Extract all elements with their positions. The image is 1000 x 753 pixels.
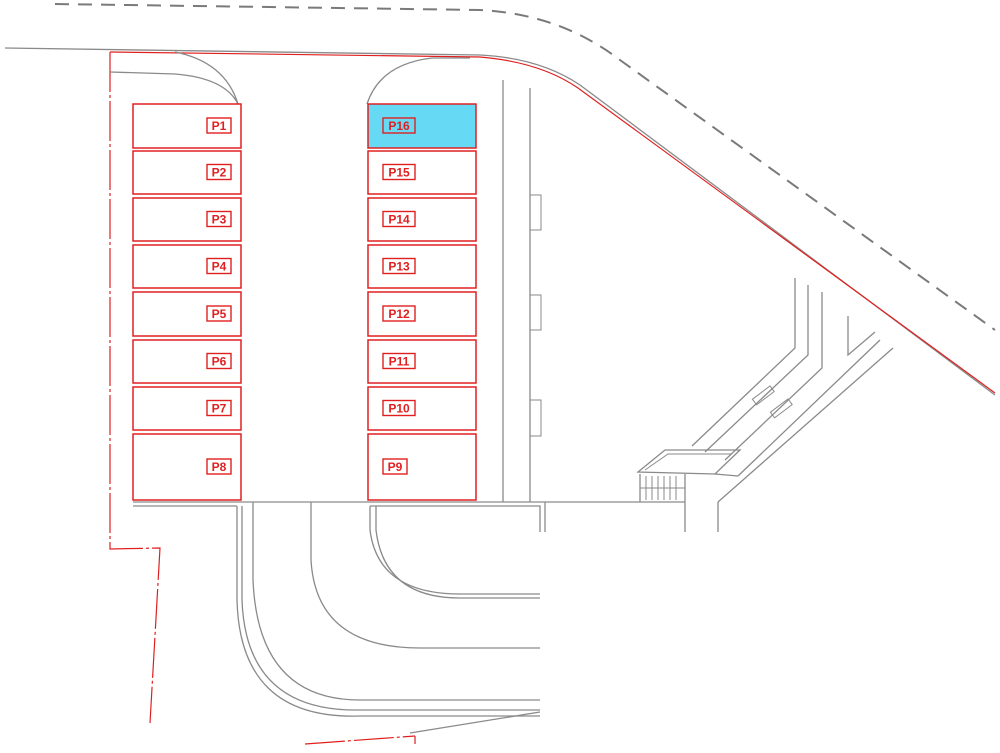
parking-slot-p14[interactable]: P14 xyxy=(367,197,477,242)
slot-rect[interactable] xyxy=(367,150,477,195)
slot-rect[interactable] xyxy=(367,291,477,337)
slot-label: P10 xyxy=(388,402,410,416)
parking-slot-p16[interactable]: P16 xyxy=(367,103,477,149)
slot-rect[interactable] xyxy=(132,339,242,384)
parking-slot-p3[interactable]: P3 xyxy=(132,197,242,242)
slot-label: P15 xyxy=(388,166,410,180)
slot-rect[interactable] xyxy=(367,197,477,242)
slot-label: P12 xyxy=(388,307,410,321)
slot-label: P14 xyxy=(388,213,410,227)
driveway-inner xyxy=(310,502,540,649)
driveway-outer-2 xyxy=(241,506,540,711)
slot-tag-box xyxy=(382,352,416,370)
parking-slot-p2[interactable]: P2 xyxy=(132,150,242,195)
parking-slot-p6[interactable]: P6 xyxy=(132,339,242,384)
slot-rect[interactable] xyxy=(367,339,477,384)
slot-tag-box xyxy=(206,210,232,228)
slot-rect[interactable] xyxy=(132,103,242,149)
slot-tag-box xyxy=(382,163,416,181)
slot-rect[interactable] xyxy=(367,386,477,431)
slot-tag-box xyxy=(206,117,232,134)
parking-slot-p8[interactable]: P8 xyxy=(132,433,242,501)
stair-roof-inner xyxy=(644,453,732,471)
slot-tag-box xyxy=(382,458,408,475)
parking-slot-p4[interactable]: P4 xyxy=(132,244,242,289)
slot-rect[interactable] xyxy=(132,291,242,337)
slot-tag-box xyxy=(382,210,416,228)
slot-rect[interactable] xyxy=(367,103,477,149)
main-road-edge-3 xyxy=(370,505,541,532)
slot-rect[interactable] xyxy=(367,244,477,289)
ramp-line-4 xyxy=(847,316,876,357)
slot-rect[interactable] xyxy=(132,150,242,195)
stair-treads xyxy=(640,476,685,500)
parking-slot-p10[interactable]: P10 xyxy=(367,386,477,431)
stair-roof xyxy=(636,449,742,475)
slot-label: P4 xyxy=(212,260,227,274)
top-road-edge xyxy=(4,47,996,396)
left-curb xyxy=(109,71,239,105)
slot-rect[interactable] xyxy=(132,244,242,289)
ramp-line-3 xyxy=(724,292,823,461)
property-boundary-left xyxy=(109,52,161,724)
slot-tag-box xyxy=(206,352,232,370)
driveway-exit xyxy=(409,711,541,734)
road-marker-2 xyxy=(529,294,542,331)
slot-label: P11 xyxy=(389,355,410,369)
slot-rect[interactable] xyxy=(132,197,242,242)
slot-tag-box xyxy=(382,305,416,322)
ramp-marker-2 xyxy=(769,398,793,419)
driveway-outer xyxy=(236,506,540,717)
slot-tag-box xyxy=(206,305,232,322)
slot-tag-box xyxy=(382,117,416,134)
ramp-line-1 xyxy=(691,278,796,447)
slot-label: P5 xyxy=(212,307,227,321)
slot-rect[interactable] xyxy=(132,433,242,501)
slot-label: P6 xyxy=(212,355,227,369)
slot-tag-box xyxy=(382,257,416,275)
driveway-mid xyxy=(252,502,540,701)
slot-label: P7 xyxy=(212,402,227,416)
ramp-line-6 xyxy=(717,347,894,503)
parking-slot-p9[interactable]: P9 xyxy=(367,433,477,501)
slot-tag-box xyxy=(382,399,416,417)
parking-slot-p5[interactable]: P5 xyxy=(132,291,242,337)
ramp-line-2 xyxy=(704,285,809,453)
slot-label: P1 xyxy=(212,119,227,133)
right-curb xyxy=(366,57,470,105)
slot-label: P16 xyxy=(388,119,410,133)
slot-tag-box xyxy=(206,257,232,275)
slot-label: P2 xyxy=(212,166,227,180)
property-boundary xyxy=(109,51,996,394)
slot-label: P9 xyxy=(388,460,403,474)
slot-tag-box xyxy=(206,163,232,181)
driveway-innermost xyxy=(369,506,540,595)
road-marker-1 xyxy=(529,194,542,231)
driveway-innermost-2 xyxy=(375,506,540,599)
parking-slot-p7[interactable]: P7 xyxy=(132,386,242,431)
slot-rect[interactable] xyxy=(367,433,477,501)
left-curb-top xyxy=(174,51,239,105)
road-marker-3 xyxy=(529,399,542,437)
property-boundary-bottom xyxy=(304,735,416,745)
ramp-marker-1 xyxy=(751,385,775,406)
slot-label: P13 xyxy=(388,260,410,274)
slot-tag-box xyxy=(206,399,232,417)
slot-rect[interactable] xyxy=(132,386,242,431)
slot-label: P8 xyxy=(212,460,227,474)
parking-slot-p11[interactable]: P11 xyxy=(367,339,477,384)
parking-slot-p15[interactable]: P15 xyxy=(367,150,477,195)
slot-label: P3 xyxy=(212,213,227,227)
parking-slot-p13[interactable]: P13 xyxy=(367,244,477,289)
slot-tag-box xyxy=(206,458,232,475)
parking-slot-p1[interactable]: P1 xyxy=(132,103,242,149)
parking-slot-p12[interactable]: P12 xyxy=(367,291,477,337)
ramp-line-5 xyxy=(737,339,881,477)
